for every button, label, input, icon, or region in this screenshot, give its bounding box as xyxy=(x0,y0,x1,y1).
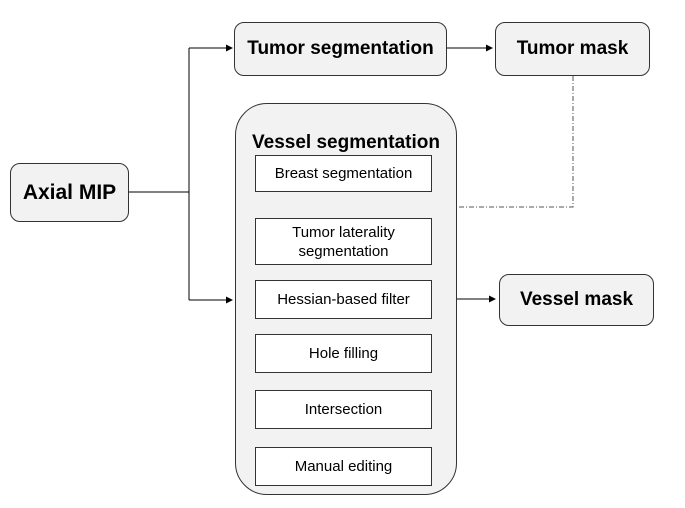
axial-mip-box: Axial MIP xyxy=(10,163,129,222)
tumor-segmentation-box: Tumor segmentation xyxy=(234,22,447,76)
step-tumor-laterality-segmentation: Tumor laterality segmentation xyxy=(255,218,432,265)
step-breast-segmentation: Breast segmentation xyxy=(255,155,432,192)
tumor-mask-label: Tumor mask xyxy=(516,38,629,59)
step-manual-editing: Manual editing xyxy=(255,447,432,486)
step-hole-filling: Hole filling xyxy=(255,334,432,373)
vessel-mask-label: Vessel mask xyxy=(519,289,634,310)
vessel-mask-box: Vessel mask xyxy=(499,274,654,326)
axial-mip-label: Axial MIP xyxy=(22,180,117,204)
step-intersection: Intersection xyxy=(255,390,432,429)
tumor-segmentation-label: Tumor segmentation xyxy=(247,38,434,59)
step-hessian-based-filter: Hessian-based filter xyxy=(255,280,432,319)
tumor-mask-box: Tumor mask xyxy=(495,22,650,76)
vessel-segmentation-title: Vessel segmentation xyxy=(252,132,440,153)
